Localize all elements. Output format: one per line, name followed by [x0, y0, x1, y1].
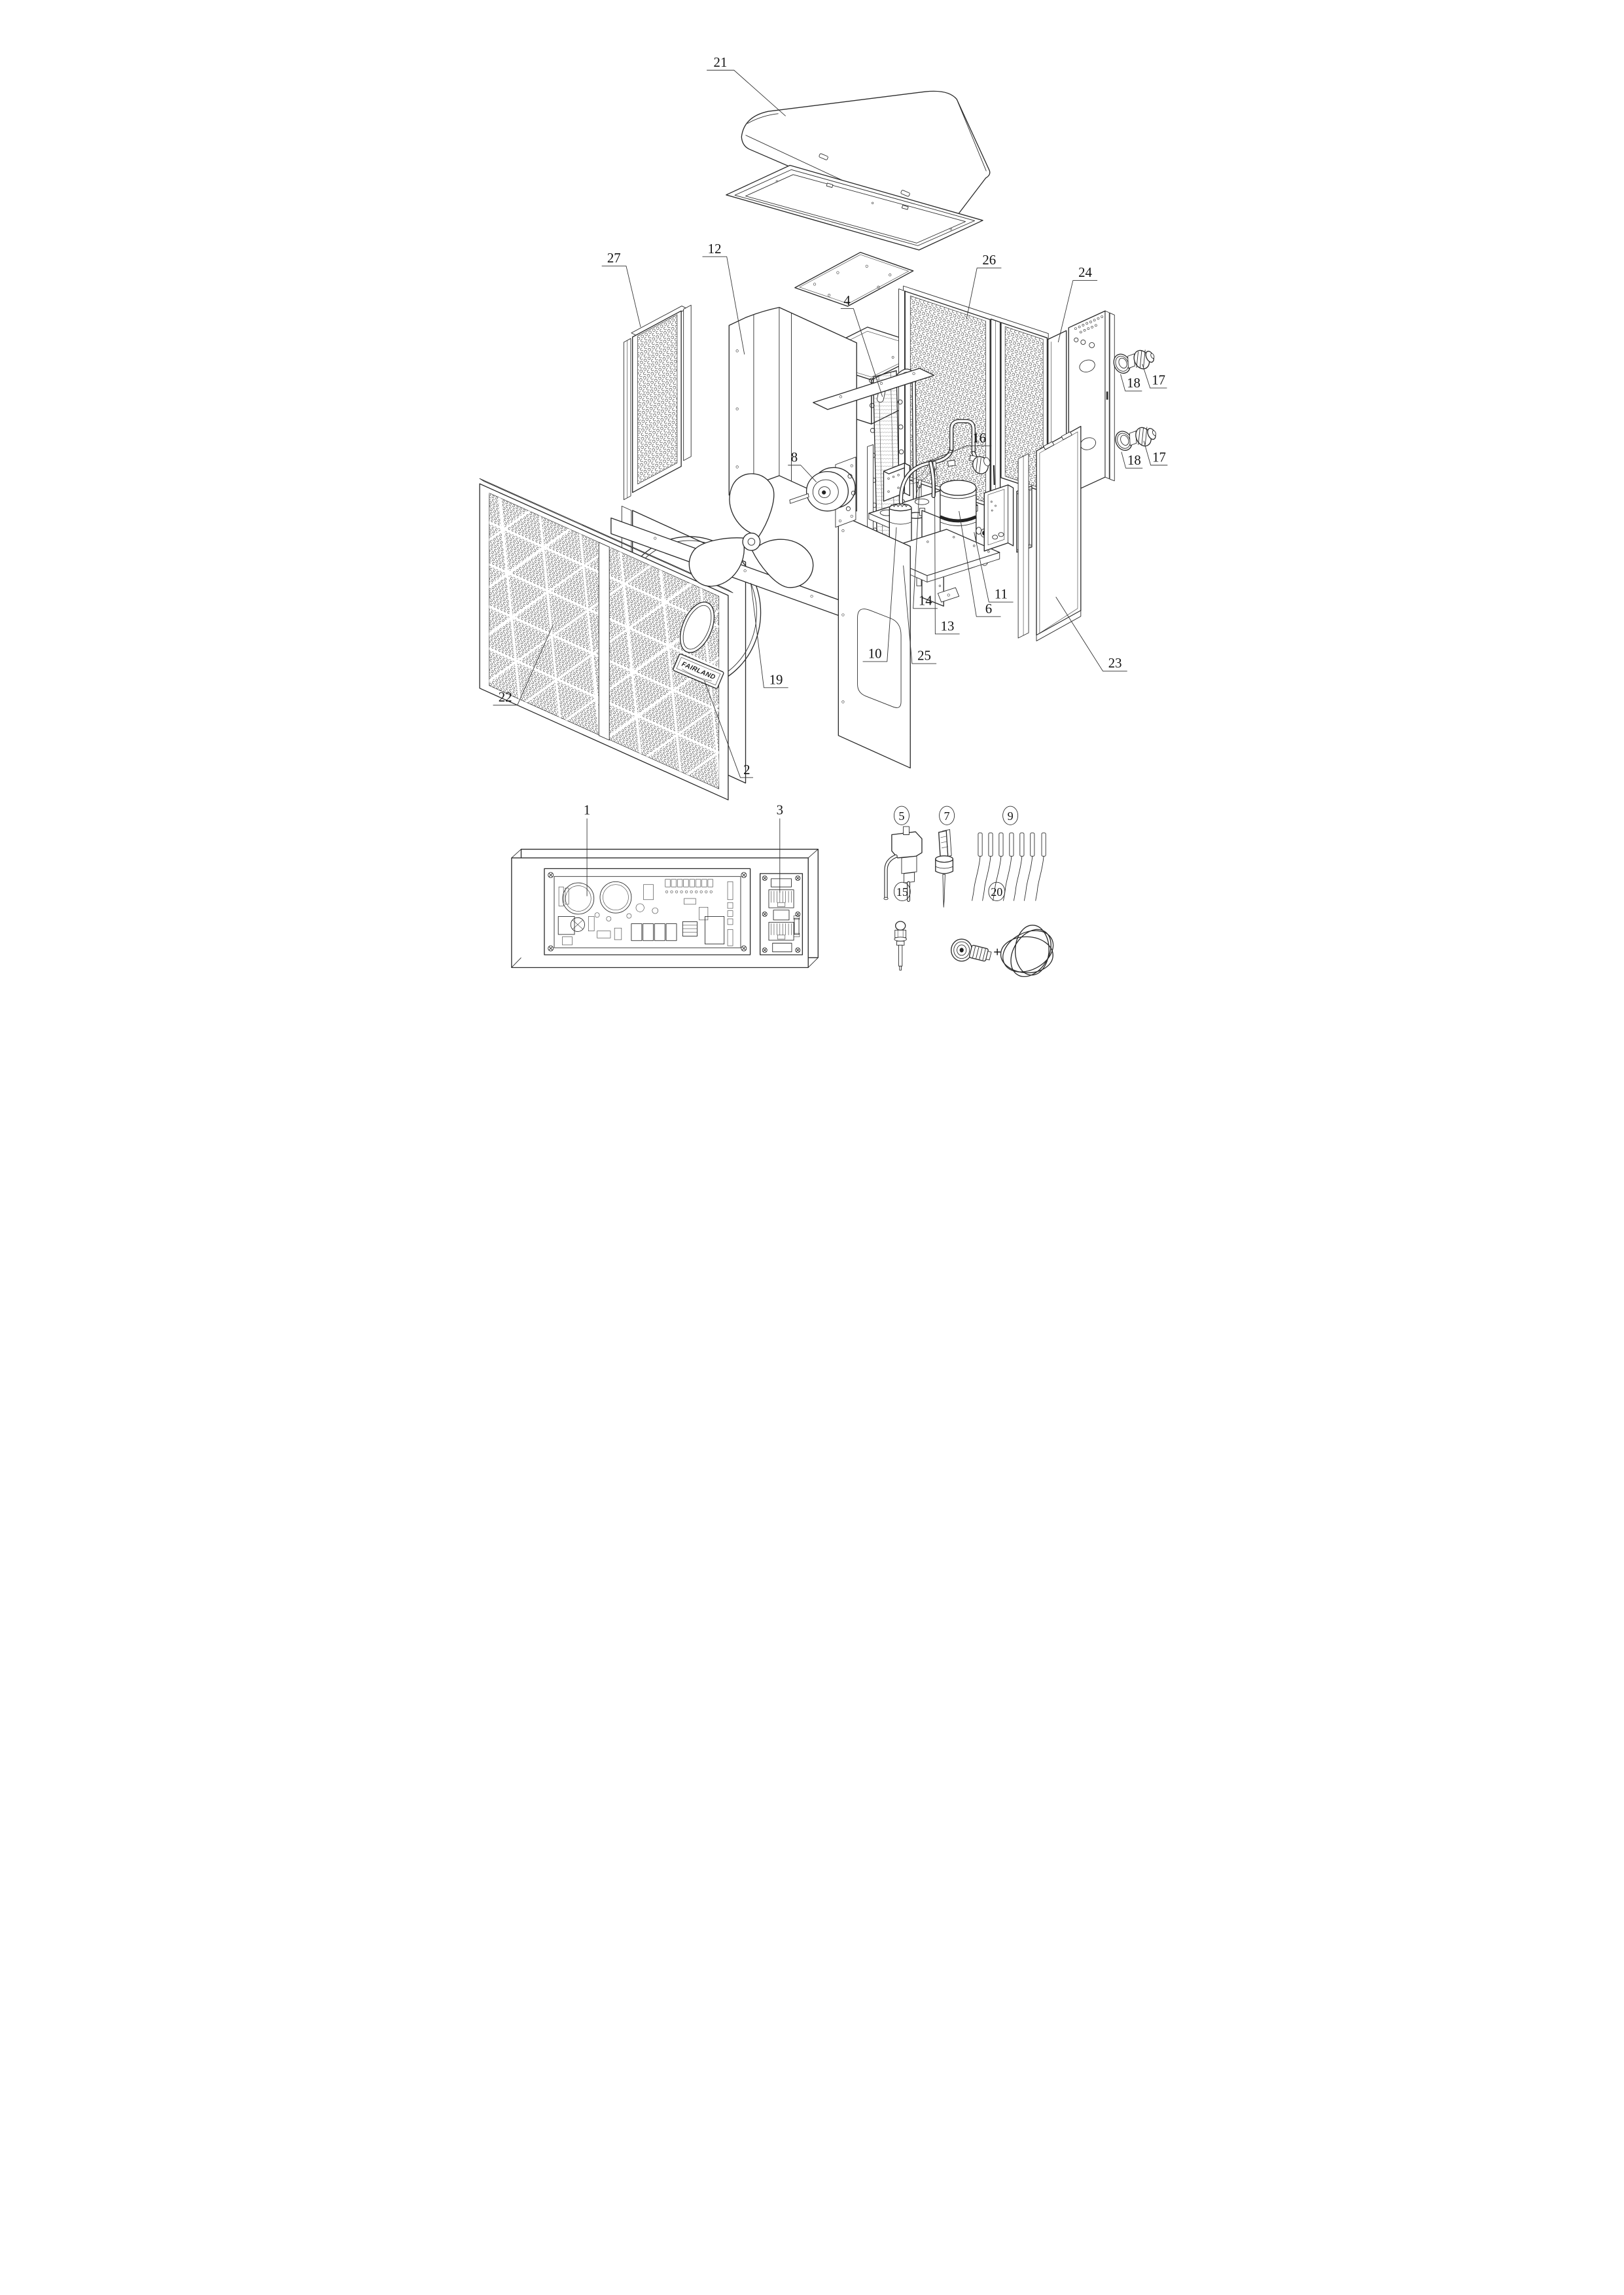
- exploded-parts-diagram-page: FAIRLAND: [452, 0, 1172, 1018]
- callout-8: 8: [791, 450, 798, 465]
- part-8-fan-motor: [789, 457, 856, 528]
- callout-13: 13: [941, 618, 955, 633]
- part-15-service-valve: [894, 921, 907, 970]
- callout-5: 5: [898, 809, 904, 823]
- callout-7: 7: [944, 809, 950, 823]
- pump-motor: [972, 456, 991, 474]
- callout-25: 25: [917, 648, 931, 664]
- callout-18-upper: 18: [1127, 375, 1140, 391]
- brand-badge: FAIRLAND: [673, 653, 724, 689]
- callout-17-lower: 17: [1152, 450, 1166, 465]
- part-26-back-grille: [898, 285, 1049, 510]
- callout-9: 9: [1008, 809, 1014, 823]
- pipe-sensor-b: [932, 461, 938, 483]
- callouts: 21 27 12 26 24 4 17 18 17 18 16 8 19 2 2…: [499, 54, 1166, 901]
- callout-14: 14: [919, 592, 932, 608]
- part-16-piping: [898, 419, 991, 505]
- top-plate: [794, 251, 914, 307]
- callout-1: 1: [584, 802, 590, 817]
- part-3-terminal-panel: [760, 873, 803, 955]
- callout-18-lower: 18: [1127, 452, 1141, 468]
- part-19-fan-blade: [688, 473, 814, 588]
- pipe-sensor-a: [915, 479, 923, 501]
- callout-6: 6: [985, 601, 992, 616]
- callout-10: 10: [868, 646, 882, 662]
- inverter-box: [883, 463, 911, 502]
- part-17-18-union-fitting-lower: [1112, 424, 1158, 454]
- callout-23: 23: [1108, 655, 1122, 671]
- callout-11: 11: [995, 586, 1008, 602]
- part-22-front-grille: FAIRLAND: [479, 478, 733, 800]
- callout-26: 26: [982, 252, 996, 268]
- part-23-right-panel: [1017, 425, 1082, 641]
- circled-callouts: 5 7 9 15 20: [893, 806, 1019, 901]
- callout-16: 16: [972, 430, 986, 446]
- drain-hose-coil: [1000, 925, 1054, 977]
- leader-lines: [493, 69, 1168, 897]
- plus-sign: +: [993, 944, 1001, 960]
- fuse-holder: [793, 916, 800, 937]
- callout-19: 19: [769, 671, 783, 687]
- callout-12: 12: [708, 241, 722, 257]
- part-11-junction-box: [983, 465, 1014, 552]
- frame-top-bar: [813, 368, 935, 410]
- callout-27: 27: [607, 250, 621, 266]
- callout-4: 4: [843, 293, 851, 308]
- top-frame: [726, 164, 983, 251]
- rj45-port: [768, 889, 794, 908]
- part-20-drain-kit: +: [951, 925, 1054, 977]
- part-17-18-union-fitting: [1113, 349, 1155, 374]
- callout-17-upper: 17: [1152, 372, 1165, 388]
- callout-21: 21: [714, 54, 728, 70]
- motor-partition-panel: [838, 513, 911, 769]
- callout-24: 24: [1078, 264, 1092, 280]
- callout-2: 2: [743, 762, 750, 777]
- part-5-pressure-switch: [883, 826, 923, 902]
- callout-15: 15: [896, 885, 908, 898]
- exploded-parts-diagram: FAIRLAND: [452, 0, 1172, 1018]
- rj45-port-2: [768, 921, 794, 941]
- callout-20: 20: [991, 885, 1002, 898]
- callout-3: 3: [777, 802, 783, 817]
- part-9-sensor-wires: [972, 832, 1046, 901]
- part-1-control-pcb: [544, 868, 751, 955]
- part-7-temperature-sensor: [935, 829, 954, 908]
- callout-22: 22: [499, 689, 512, 705]
- part-27-left-grille: [623, 304, 692, 501]
